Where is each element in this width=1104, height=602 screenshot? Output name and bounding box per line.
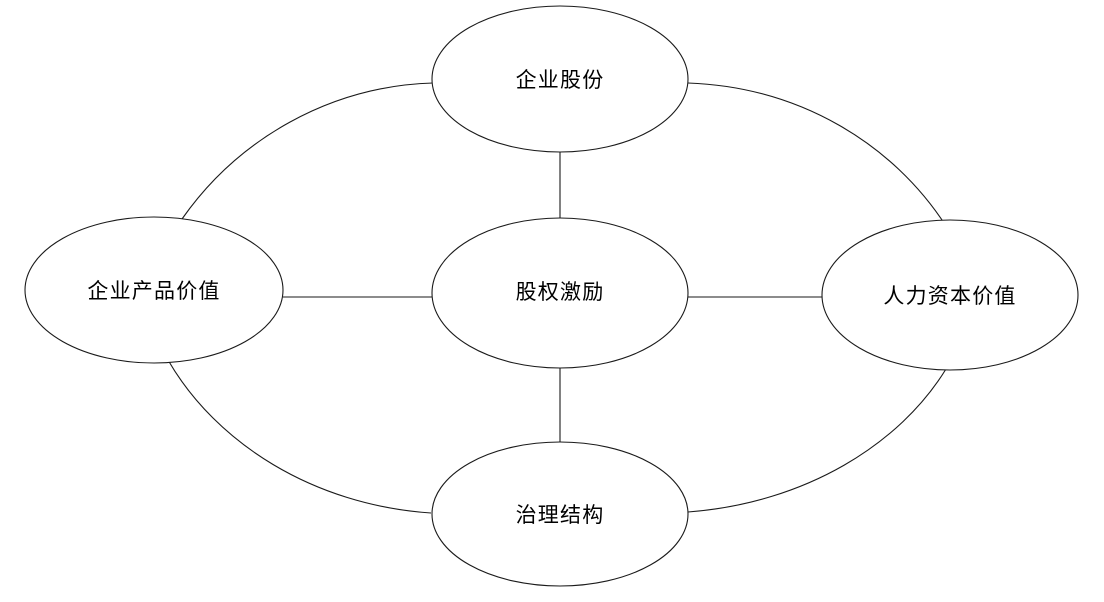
edge-top-to-right-arc — [687, 82, 947, 227]
node-center-ellipse[interactable] — [431, 217, 689, 369]
node-right-ellipse[interactable] — [821, 219, 1079, 371]
node-left-label: 企业产品价值 — [87, 279, 220, 303]
node-center-label: 股权激励 — [516, 280, 605, 304]
node-left[interactable]: 企业产品价值 — [24, 216, 284, 364]
node-bottom-ellipse[interactable] — [431, 441, 689, 587]
connector-layer — [167, 82, 947, 514]
node-bottom-label: 治理结构 — [516, 503, 605, 527]
node-right[interactable]: 人力资本价值 — [821, 219, 1079, 371]
node-top-label: 企业股份 — [516, 68, 605, 92]
node-right-label: 人力资本价值 — [883, 284, 1016, 308]
edge-left-to-bottom-arc — [167, 359, 432, 514]
node-top[interactable]: 企业股份 — [431, 5, 689, 153]
node-left-ellipse[interactable] — [24, 216, 284, 364]
node-top-ellipse[interactable] — [431, 5, 689, 153]
node-bottom[interactable]: 治理结构 — [431, 441, 689, 587]
edge-left-to-top-arc — [181, 82, 434, 220]
node-layer: 企业股份 企业产品价值 股权激励 人力资本价值 治理结构 — [24, 5, 1079, 587]
edge-bottom-to-right-arc — [687, 368, 947, 513]
node-center[interactable]: 股权激励 — [431, 217, 689, 369]
